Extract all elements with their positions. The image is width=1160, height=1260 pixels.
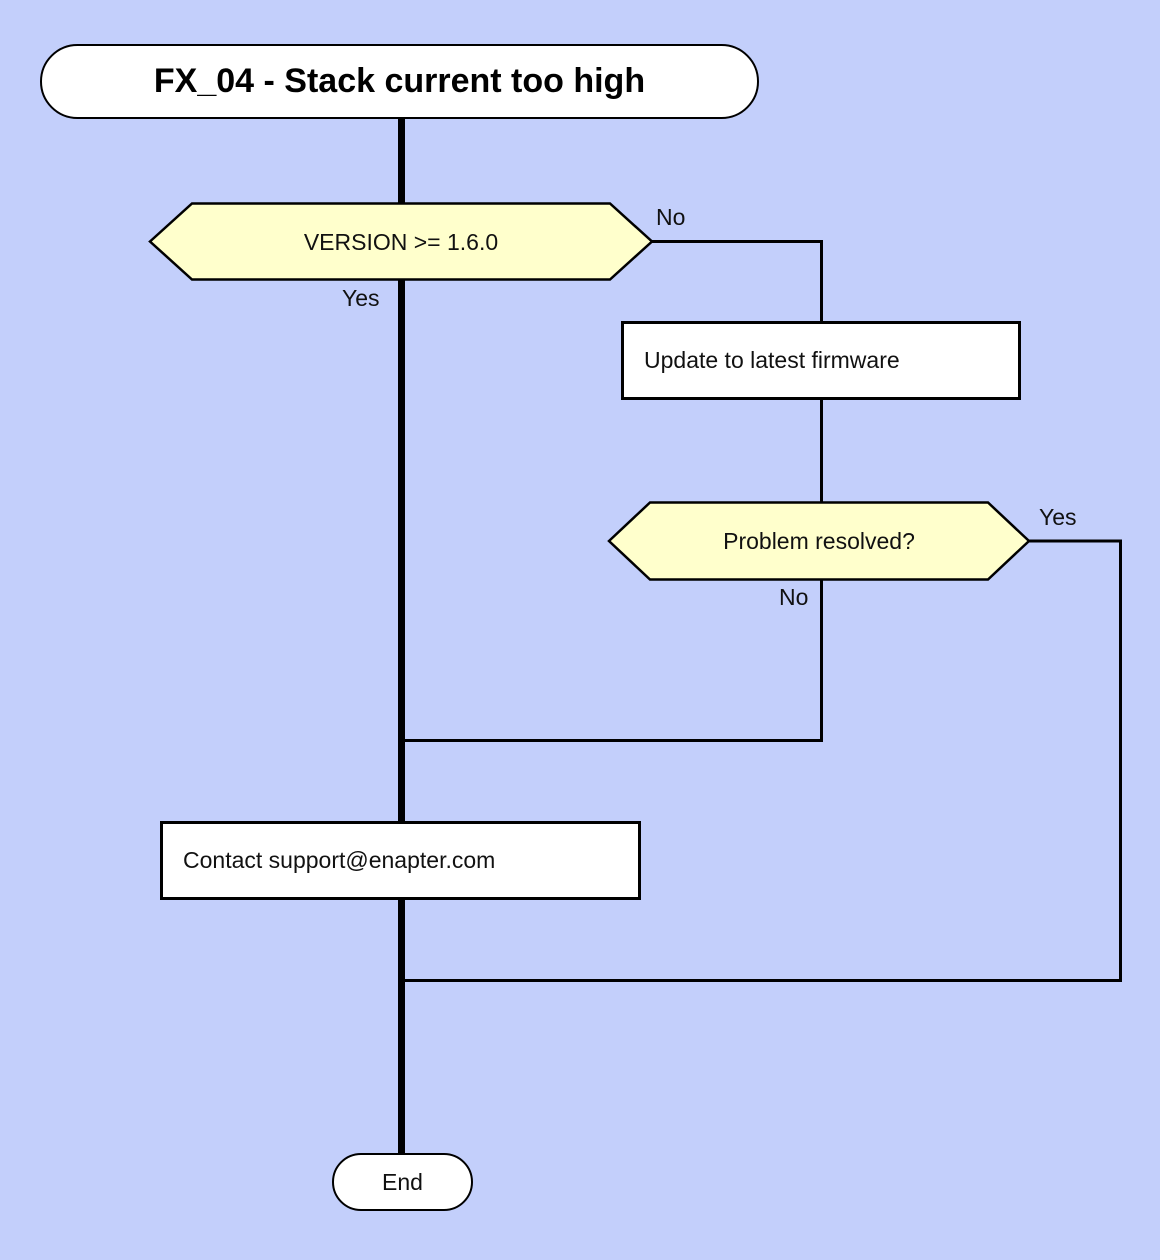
update-firmware-node: Update to latest firmware <box>621 321 1021 400</box>
edge-resolved-yes-branch <box>401 539 1122 982</box>
start-node-label: FX_04 - Stack current too high <box>153 62 646 100</box>
contact-support-node: Contact support@enapter.com <box>160 821 641 900</box>
decision-version-hexagon <box>148 202 654 281</box>
contact-support-label: Contact support@enapter.com <box>183 847 496 873</box>
edge-label-version-no: No <box>656 204 686 230</box>
edge-label-resolved-yes: Yes <box>1039 504 1077 530</box>
decision-resolved-hexagon <box>607 501 1031 581</box>
start-node: FX_04 - Stack current too high <box>40 44 759 119</box>
edge-resolved-no-branch <box>401 579 823 742</box>
update-firmware-label: Update to latest firmware <box>644 347 900 373</box>
end-node-label: End <box>382 1168 423 1195</box>
end-node: End <box>332 1153 473 1211</box>
edge-label-resolved-no: No <box>779 584 809 610</box>
edge-version-no-branch <box>651 240 823 322</box>
edge-label-version-yes: Yes <box>342 285 380 311</box>
